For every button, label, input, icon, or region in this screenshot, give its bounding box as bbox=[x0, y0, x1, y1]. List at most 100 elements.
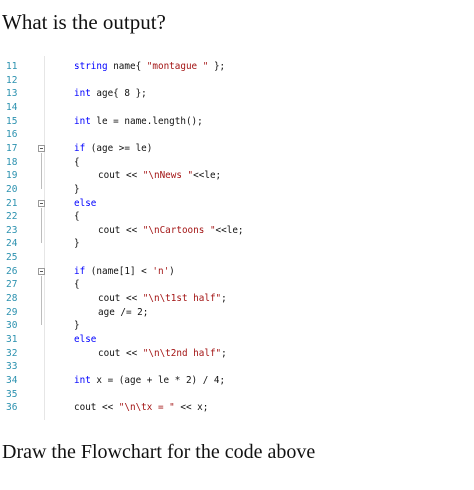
line-number: 29 bbox=[6, 306, 18, 318]
fold-collapse-icon[interactable] bbox=[38, 199, 45, 207]
line-number: 36 bbox=[6, 402, 18, 414]
code-token: cout << bbox=[98, 170, 143, 182]
code-text: if (age >= le) bbox=[74, 142, 152, 156]
line-number: 13 bbox=[6, 88, 18, 100]
fold-guide-line bbox=[41, 275, 42, 326]
code-text: string name{ "montague " }; bbox=[74, 60, 225, 74]
code-token: cout << bbox=[98, 224, 143, 236]
code-text: else bbox=[74, 333, 96, 347]
code-token: int bbox=[74, 88, 91, 100]
fold-collapse-icon[interactable] bbox=[38, 267, 45, 275]
line-number: 27 bbox=[6, 279, 18, 291]
code-line: 21 else bbox=[0, 197, 474, 211]
code-editor[interactable]: 11 string name{ "montague " }; 12 13 int age… bbox=[0, 56, 474, 420]
code-token: } bbox=[74, 183, 80, 195]
code-token: { bbox=[74, 211, 80, 223]
line-number: 21 bbox=[6, 197, 18, 209]
code-token: "\n\t1st half" bbox=[142, 293, 222, 305]
line-number: 25 bbox=[6, 252, 18, 264]
code-token: "\nCartoons " bbox=[142, 224, 216, 236]
code-text: int age{ 8 }; bbox=[74, 87, 147, 101]
code-text: cout << "\n\t2nd half"; bbox=[98, 347, 227, 361]
code-line: 22 { bbox=[0, 210, 474, 224]
fold-guide-line bbox=[41, 207, 42, 244]
code-line: 11 string name{ "montague " }; bbox=[0, 60, 474, 74]
line-number: 16 bbox=[6, 129, 18, 141]
line-number: 24 bbox=[6, 238, 18, 250]
line-number: 35 bbox=[6, 388, 18, 400]
code-text: cout << "\nCartoons "<<le; bbox=[98, 224, 244, 238]
code-line: 23 cout << "\nCartoons "<<le; bbox=[0, 224, 474, 238]
code-line: 36 cout << "\n\tx = " << x; bbox=[0, 401, 474, 415]
code-token: x = (age + le * 2) / 4; bbox=[90, 374, 226, 386]
line-number: 17 bbox=[6, 142, 18, 154]
code-token: le = name.length(); bbox=[90, 115, 203, 127]
code-line: 30} bbox=[0, 319, 474, 333]
code-token: age /= 2; bbox=[98, 306, 149, 318]
code-line: 28 cout << "\n\t1st half"; bbox=[0, 292, 474, 306]
code-token: <<le; bbox=[193, 170, 222, 182]
code-token: "\nNews " bbox=[142, 170, 194, 182]
code-text: { bbox=[74, 156, 80, 170]
code-token: 'n' bbox=[152, 265, 170, 277]
line-number: 31 bbox=[6, 334, 18, 345]
code-token: string bbox=[74, 61, 108, 72]
code-line: 14 bbox=[0, 101, 474, 115]
code-token: { bbox=[74, 279, 80, 291]
code-token: << x; bbox=[174, 402, 209, 414]
code-token: }; bbox=[208, 61, 226, 72]
fold-collapse-icon[interactable] bbox=[38, 144, 45, 152]
code-token: "montague " bbox=[146, 61, 209, 72]
line-number: 19 bbox=[6, 170, 18, 182]
code-token: age{ 8 }; bbox=[90, 88, 147, 100]
line-number: 30 bbox=[6, 320, 18, 332]
code-text: cout << "\n\tx = " << x; bbox=[74, 401, 208, 415]
code-line: 33 bbox=[0, 360, 474, 374]
code-line: 20} bbox=[0, 183, 474, 197]
code-token: int bbox=[74, 374, 91, 386]
code-token: { bbox=[74, 156, 80, 168]
code-text: } bbox=[74, 237, 80, 251]
code-token: "\n\t2nd half" bbox=[142, 347, 222, 359]
line-number: 22 bbox=[6, 211, 18, 223]
code-token: (name[1] < bbox=[85, 265, 153, 277]
gutter-divider bbox=[44, 56, 45, 420]
code-token: cout << bbox=[74, 402, 119, 414]
code-token: cout << bbox=[98, 293, 143, 305]
code-line: 19 cout << "\nNews "<<le; bbox=[0, 169, 474, 183]
line-number: 11 bbox=[6, 61, 18, 72]
code-text: age /= 2; bbox=[98, 306, 148, 320]
line-number: 28 bbox=[6, 293, 18, 305]
code-token: if bbox=[74, 265, 86, 277]
code-line: 24} bbox=[0, 237, 474, 251]
code-token: else bbox=[74, 334, 97, 345]
code-line: 12 bbox=[0, 74, 474, 88]
line-number: 23 bbox=[6, 224, 18, 236]
code-text: if (name[1] < 'n') bbox=[74, 265, 175, 279]
code-text: } bbox=[74, 183, 80, 197]
code-text: cout << "\n\t1st half"; bbox=[98, 292, 227, 306]
code-text: } bbox=[74, 319, 80, 333]
code-token: cout << bbox=[98, 347, 143, 359]
code-text: { bbox=[74, 210, 80, 224]
code-line: 16 bbox=[0, 128, 474, 142]
code-line: 17 if (age >= le) bbox=[0, 142, 474, 156]
code-token: } bbox=[74, 238, 80, 250]
code-text: else bbox=[74, 197, 96, 211]
code-text: int le = name.length(); bbox=[74, 115, 203, 129]
code-token: ; bbox=[221, 293, 227, 305]
code-line: 34 int x = (age + le * 2) / 4; bbox=[0, 374, 474, 388]
code-token: name{ bbox=[107, 61, 147, 72]
line-number: 34 bbox=[6, 374, 18, 386]
instruction-text: Draw the Flowchart for the code above bbox=[2, 441, 316, 463]
code-line: 13 int age{ 8 }; bbox=[0, 87, 474, 101]
line-number: 18 bbox=[6, 156, 18, 168]
code-line: 29 age /= 2; bbox=[0, 306, 474, 320]
line-number: 12 bbox=[6, 74, 18, 86]
code-token: "\n\tx = " bbox=[118, 402, 175, 414]
code-line: 25 bbox=[0, 251, 474, 265]
code-line: 18 { bbox=[0, 156, 474, 170]
code-token: if bbox=[74, 142, 86, 154]
